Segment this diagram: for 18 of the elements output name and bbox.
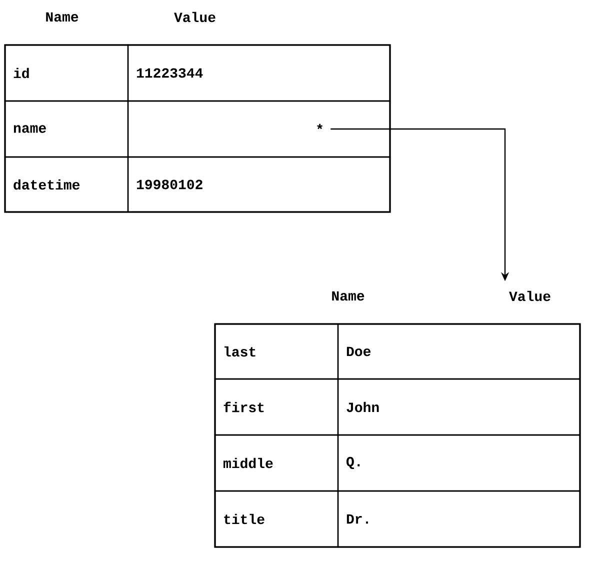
table-cell: datetime (4, 156, 129, 213)
column-header: Name (46, 12, 78, 22)
table-cell: Doe (337, 323, 581, 380)
table-cell: 19980102 (127, 156, 391, 213)
table-cell: id (4, 44, 129, 102)
table-cell: title (214, 490, 339, 548)
table-cell: John (337, 378, 581, 436)
column-header: Name (332, 291, 364, 301)
table-cell: first (214, 378, 339, 436)
table-cell: name (4, 100, 129, 158)
column-header: Value (509, 290, 550, 302)
table-cell: Dr. (337, 490, 581, 548)
table-cell: 11223344 (127, 44, 391, 102)
table-cell: last (214, 323, 339, 380)
table-cell: middle (214, 434, 339, 492)
table-cell: Q. (337, 434, 581, 492)
table-cell: * (127, 100, 391, 158)
column-header: Value (174, 12, 216, 22)
